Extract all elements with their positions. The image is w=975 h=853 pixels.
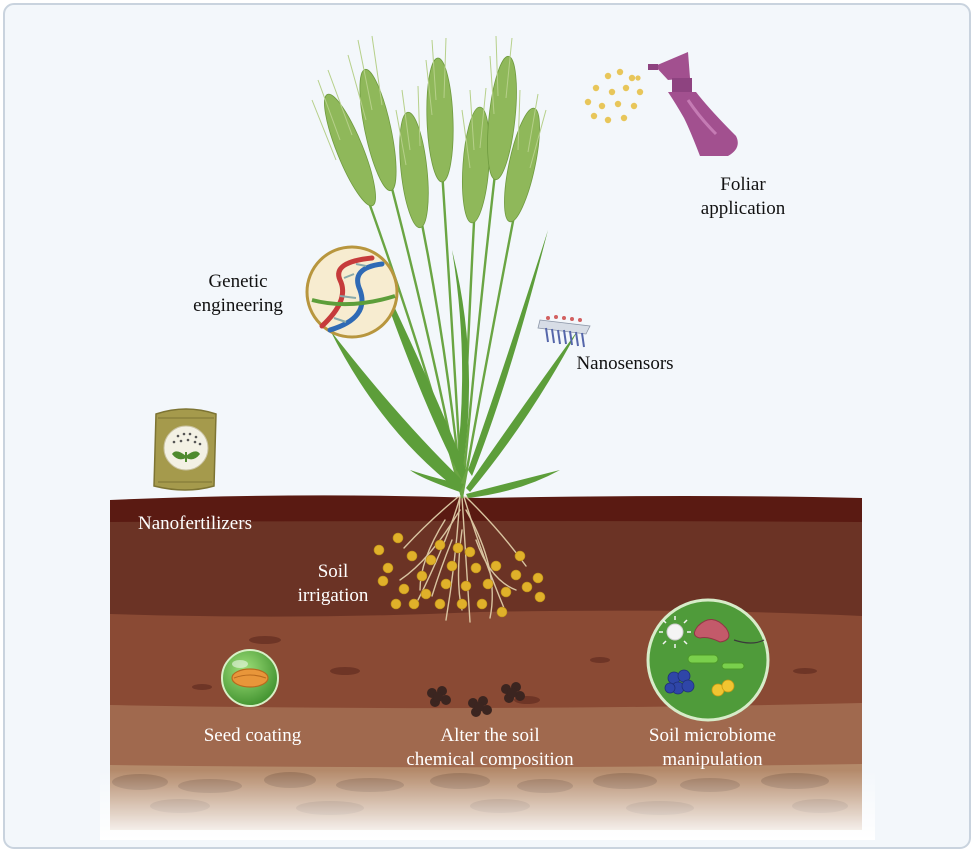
wheat-plant [311,35,578,499]
nanofertilizers-label: Nanofertilizers [138,513,252,534]
soil-irrigation-label: Soil irrigation [297,561,369,606]
microbe-icon [646,598,770,722]
dna-icon [305,245,399,339]
genetic-engineering-label: Genetic engineering [193,271,283,316]
foliar-application-label: Foliar application [700,174,786,219]
fertilizer-bag-icon [153,408,217,491]
seed-icon [221,649,279,707]
irrigation-particles [373,532,546,618]
soil-profile [100,495,875,840]
nanosensors-label: Nanosensors [576,353,674,374]
spray-droplets [584,68,644,124]
plant-roots [399,496,527,623]
soil-microbiome-label: Soil microbiome manipulation [648,725,777,770]
nanosensor-icon [537,315,591,348]
spray-bottle-icon [648,52,738,156]
seed-coating-label: Seed coating [203,725,302,746]
soil-aggregate-icon [427,682,525,717]
alter-soil-label: Alter the soil chemical composition [406,725,574,770]
